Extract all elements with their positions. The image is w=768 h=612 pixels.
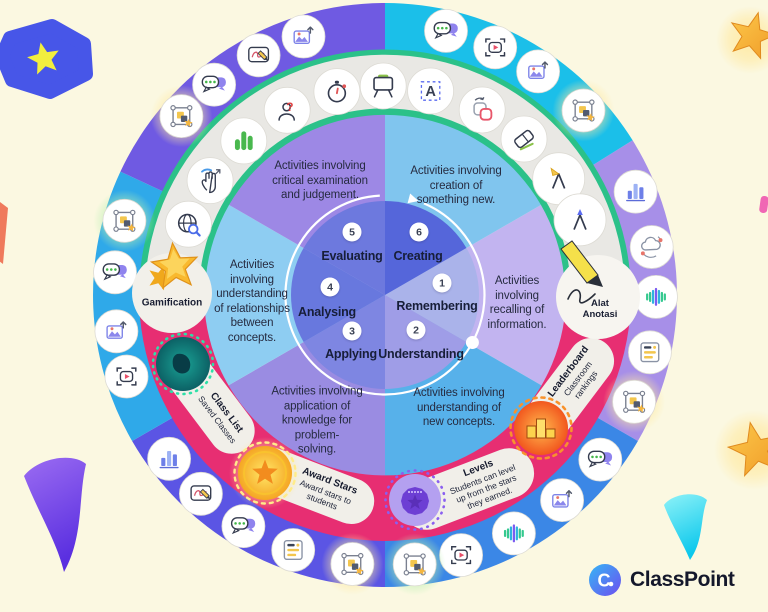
list-summary-icon: [271, 528, 316, 572]
annotation-squiggle: [567, 289, 596, 304]
logo-circle: [589, 564, 621, 596]
decorations: [0, 6, 768, 572]
bloom-pie-slice: [385, 201, 467, 295]
word-cloud-icon: [629, 225, 674, 269]
timer-icon: [313, 68, 361, 115]
bloom-pie-slice: [303, 201, 385, 295]
magic-frame-icon: [603, 370, 666, 433]
cycle-arrow: [284, 193, 486, 396]
orange-sliver-decoration: [0, 202, 8, 264]
bloom-pie-slice: [303, 295, 385, 389]
magic-frame-icon: [150, 85, 213, 148]
purple-ribbon-decoration: [24, 457, 86, 572]
poll-chart-icon: [220, 117, 268, 165]
bar-chart-icon: [613, 169, 658, 214]
feature-pills: [151, 332, 615, 531]
speech-bubbles-icon: [578, 437, 623, 482]
image-upload-icon: [516, 49, 560, 94]
svg-text:A: A: [425, 84, 436, 100]
sketch-icon: [178, 471, 223, 516]
svg-text:?: ?: [286, 100, 293, 114]
speech-bubbles-icon: [93, 250, 137, 295]
gamification-feature: [132, 241, 212, 333]
levels-icon: [384, 469, 446, 531]
gold-star-icon: [726, 421, 768, 477]
shapes-icon: [458, 86, 506, 134]
bloom-pie-slice: [385, 248, 479, 342]
classpoint-logo-icon: C: [589, 564, 621, 596]
web-search-icon: [164, 200, 212, 248]
magic-frame-icon: [93, 189, 156, 252]
marker-pen-icon: [553, 193, 607, 247]
gold-star-icon: [730, 11, 768, 60]
text-box-icon: A: [407, 67, 455, 115]
audio-wave-icon: [492, 511, 536, 556]
logo-dot: [608, 581, 614, 587]
gray-tool-ring: [145, 54, 625, 312]
eraser-icon: [500, 115, 548, 163]
annotation-circle: [556, 255, 640, 339]
magic-frame-icon: [383, 533, 446, 596]
leaderboard-icon: [509, 396, 573, 460]
bar-chart-icon: [147, 436, 192, 481]
audio-wave-icon: [634, 274, 678, 319]
arrow-head: [407, 193, 419, 204]
arrow-dot: [465, 336, 479, 349]
image-upload-icon: [94, 309, 139, 354]
video-camera-icon: [104, 354, 149, 399]
logo-letter: C: [598, 571, 611, 591]
whiteboard-icon: [359, 62, 407, 110]
magic-frame-icon: [321, 533, 384, 595]
speech-bubbles-icon: [192, 62, 237, 107]
gamification-star-icon: [149, 265, 173, 291]
cyan-ribbon-decoration: [664, 494, 707, 560]
cycle-arc: [284, 194, 486, 396]
speech-bubbles-icon: [424, 8, 468, 53]
pink-dash-decoration: [759, 195, 768, 214]
bloom-pie: [291, 201, 479, 389]
bloom-pie-slice: [385, 295, 467, 389]
magic-frame-icon: [552, 79, 615, 142]
annotation-feature: [556, 240, 640, 339]
list-summary-icon: [628, 330, 672, 375]
class-list-icon: [151, 332, 215, 396]
classpoint-logo: C ClassPoint: [588, 563, 735, 597]
gamification-star-highlight: [159, 249, 190, 279]
yellow-star-icon: [27, 42, 59, 75]
video-camera-icon: [439, 533, 484, 577]
name-picker-icon: ?: [263, 86, 311, 134]
speech-bubbles-icon: [221, 504, 266, 548]
image-upload-icon: [281, 14, 326, 59]
outer-ring-icons: [93, 8, 678, 596]
inner-ring-icons: ?A: [164, 62, 607, 248]
drag-hand-icon: [186, 157, 234, 205]
award-stars-icon: [229, 437, 301, 509]
sketch-icon: [236, 33, 281, 78]
brand-name: ClassPoint: [630, 568, 735, 591]
pencil-tip: [587, 275, 603, 287]
image-upload-icon: [540, 478, 584, 523]
video-camera-icon: [473, 25, 518, 70]
